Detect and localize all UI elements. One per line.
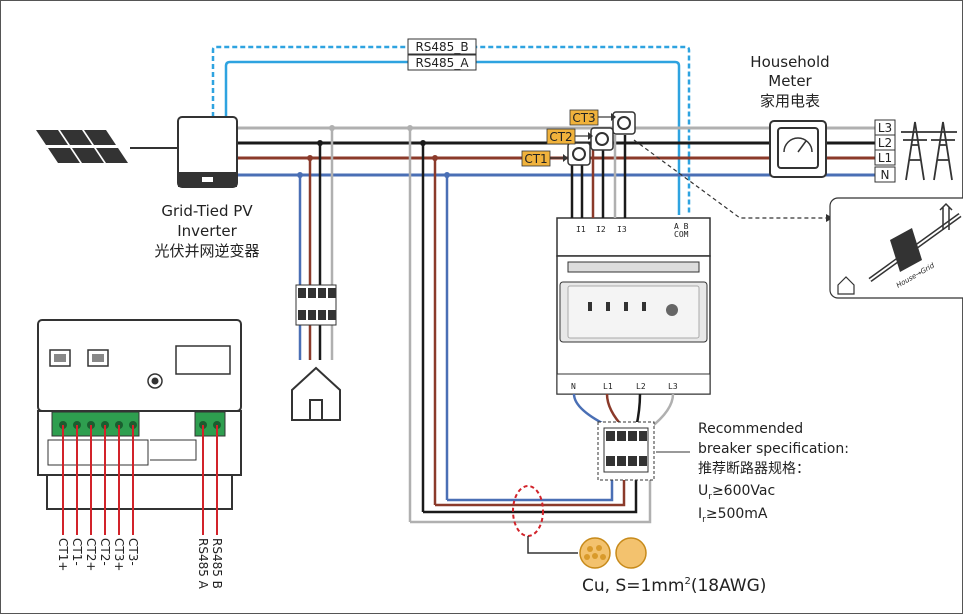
breaker-note-5: Ir≥500mA [698, 506, 768, 525]
label-l3: L3 [878, 121, 892, 135]
term-i3: I3 [617, 225, 627, 234]
inverter-label-2: Inverter [177, 222, 237, 240]
ct3-clamp-icon [612, 111, 636, 135]
inverter-icon [177, 116, 238, 188]
meter-breaker-icon [597, 421, 655, 481]
ct2-label: CT2 [549, 130, 572, 144]
term-ab: A B [674, 222, 689, 231]
meter-term-n: N [571, 382, 576, 391]
meter-title-2: Meter [768, 72, 812, 90]
cable-spec: Cu, S=1mm2(18AWG) [582, 576, 766, 596]
pin-ct3-plus: CT3+ [112, 538, 126, 571]
rs485-b-label-box [407, 38, 477, 55]
pin-ct2-plus: CT2+ [84, 538, 98, 571]
smart-meter-device [556, 217, 711, 395]
rs485-a-label: RS485_A [415, 56, 469, 70]
term-i2: I2 [596, 225, 606, 234]
ct3-label: CT3 [572, 111, 595, 125]
ct1-clamp-icon [567, 142, 591, 166]
label-n: N [881, 168, 890, 182]
meter-title-1: Household [750, 53, 829, 71]
rs485-b-label: RS485_B [415, 40, 468, 54]
label-l2: L2 [878, 136, 892, 150]
pin-ct1-plus: CT1+ [56, 538, 70, 571]
meter-term-l1: L1 [603, 382, 613, 391]
meter-title-3: 家用电表 [760, 92, 820, 110]
ct-wires [570, 135, 627, 218]
breaker-note-2: breaker specification: [698, 441, 849, 457]
breaker-note-1: Recommended [698, 421, 803, 437]
breaker-note-3: 推荐断路器规格： [698, 461, 810, 477]
pin-ct3-minus: CT3- [126, 538, 140, 566]
house-icon [291, 366, 341, 421]
solar-panel-icon [36, 130, 128, 163]
rs485-a-label-box [407, 54, 477, 71]
ct1-label: CT1 [524, 152, 547, 166]
solid-wire-icon [615, 537, 647, 569]
pin-ct1-minus: CT1- [70, 538, 84, 566]
term-i1: I1 [576, 225, 586, 234]
meter-term-l3: L3 [668, 382, 678, 391]
pin-rs485-a: RS485 A [196, 538, 210, 590]
ct-direction-inset [829, 197, 963, 299]
terminal-wires [62, 425, 218, 535]
pin-ct2-minus: CT2- [98, 538, 112, 566]
house-breaker-icon [295, 284, 337, 326]
meter-terminal-view [37, 319, 242, 510]
pin-rs485-b: RS485 B [210, 538, 224, 589]
inverter-label-1: Grid-Tied PV [161, 202, 253, 220]
meter-term-l2: L2 [636, 382, 646, 391]
breaker-note-4: Ur≥600Vac [698, 483, 775, 502]
label-l1: L1 [878, 151, 892, 165]
power-tower-icon [901, 121, 957, 181]
ct2-clamp-icon [590, 127, 614, 151]
inverter-label-3: 光伏并网逆变器 [154, 242, 259, 260]
household-meter-icon [769, 120, 827, 178]
term-com: COM [674, 230, 689, 239]
